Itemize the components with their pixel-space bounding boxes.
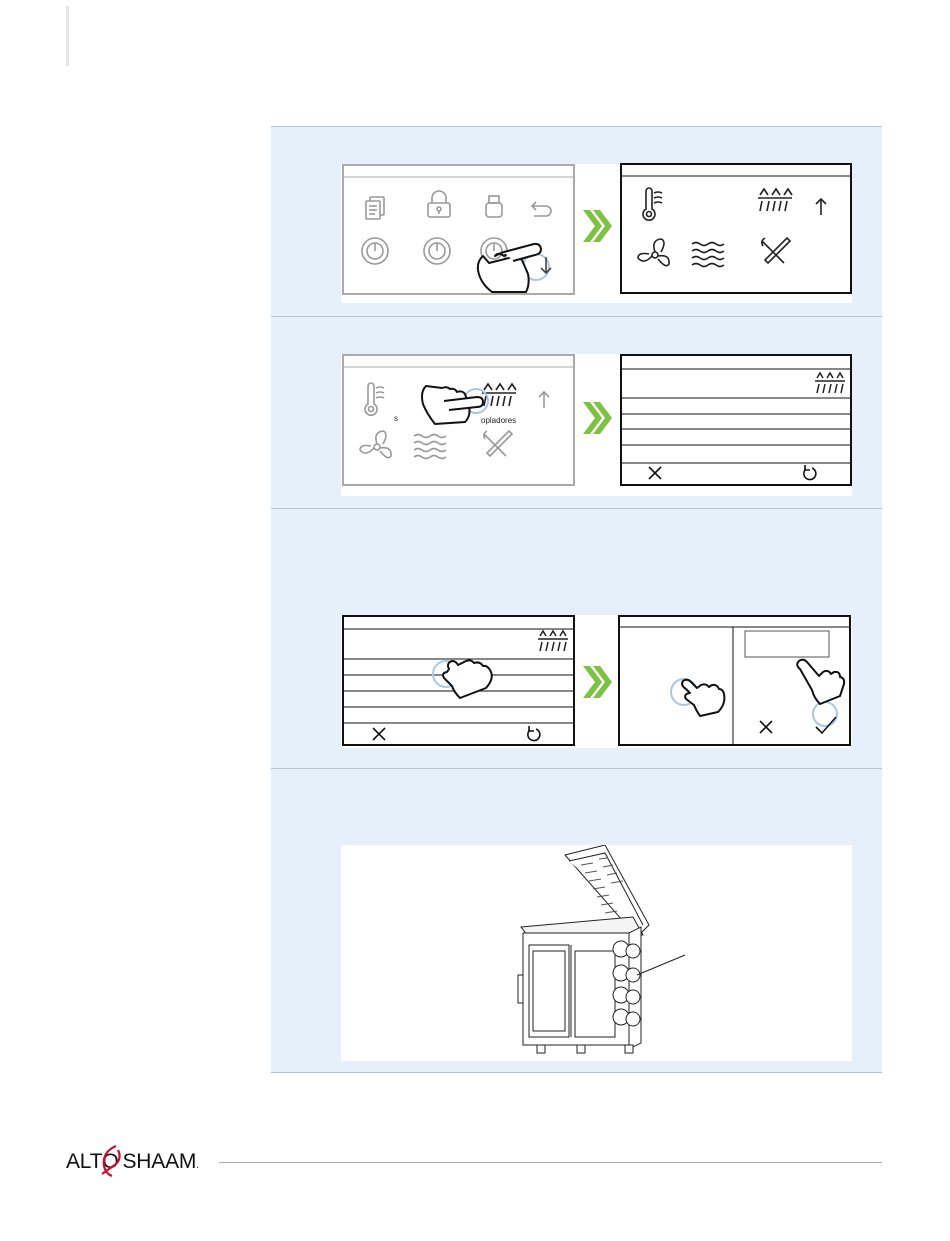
- oven-open-top-illustration: [341, 845, 852, 1061]
- hand-pointer-icon: [443, 660, 492, 698]
- screen-heater-list-select: [342, 615, 575, 746]
- double-chevron-icon: [581, 664, 613, 700]
- thermometer-icon[interactable]: [643, 188, 662, 220]
- usb-icon[interactable]: [486, 196, 502, 217]
- close-icon[interactable]: [373, 728, 385, 740]
- fan-icon[interactable]: [638, 239, 669, 266]
- power-icon[interactable]: [362, 238, 388, 264]
- lock-icon[interactable]: [428, 191, 450, 217]
- touch-indicator: [813, 702, 837, 726]
- close-icon[interactable]: [649, 467, 661, 479]
- logo-text-right: SHAAM: [123, 1150, 197, 1173]
- hand-pointer-icon: [797, 660, 844, 704]
- screen-service-menu: [620, 163, 852, 294]
- value-field[interactable]: [745, 631, 829, 657]
- heater-icon: [815, 373, 845, 393]
- screen-confirm-dialog: [618, 615, 851, 746]
- back-arrow-icon[interactable]: [532, 202, 551, 216]
- hand-pointer-icon: [478, 244, 541, 292]
- screen-main-menu: [342, 164, 575, 295]
- footer-rule: [219, 1162, 882, 1163]
- fan-icon[interactable]: [360, 431, 391, 458]
- screen-heater-list: [620, 354, 852, 486]
- logo-accent: O: [102, 1150, 118, 1174]
- double-chevron-icon: [581, 400, 613, 436]
- reset-icon[interactable]: [528, 726, 540, 741]
- hand-pointer-icon: [682, 680, 724, 716]
- hand-pointer-icon: [422, 386, 483, 424]
- illustration-panel-4: [341, 845, 852, 1061]
- power-icon[interactable]: [424, 238, 450, 264]
- heater-icon[interactable]: [758, 189, 792, 211]
- heater-icon-label: opladores: [481, 416, 516, 425]
- tools-icon[interactable]: [484, 431, 512, 456]
- margin-rule: [66, 6, 69, 66]
- arrow-up-icon[interactable]: [539, 392, 549, 408]
- water-icon[interactable]: [692, 243, 724, 267]
- tools-icon[interactable]: [762, 238, 790, 263]
- thermometer-icon[interactable]: [365, 383, 384, 415]
- double-chevron-icon: [581, 208, 613, 244]
- screen-service-menu-faded: s opladores: [342, 354, 575, 486]
- heater-icon: [538, 631, 568, 651]
- reset-icon[interactable]: [804, 465, 816, 480]
- arrow-up-icon[interactable]: [816, 199, 826, 215]
- logo-text-left: ALT: [66, 1150, 102, 1173]
- water-icon[interactable]: [414, 435, 446, 459]
- callout-leader-line: [637, 955, 685, 975]
- fragment-label: s: [394, 414, 398, 423]
- document-icon[interactable]: [366, 197, 384, 219]
- close-icon[interactable]: [760, 721, 772, 733]
